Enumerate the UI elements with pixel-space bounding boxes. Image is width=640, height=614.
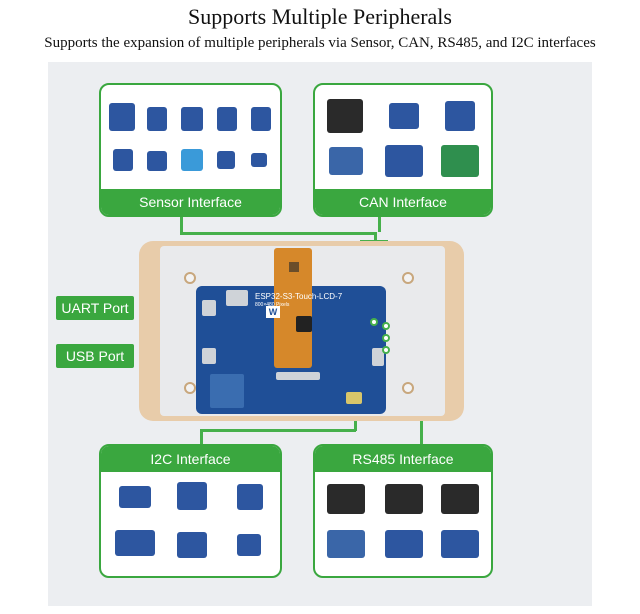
sensor-module-image bbox=[251, 107, 271, 131]
flex-connector-chip bbox=[289, 262, 299, 272]
sensor-module-image bbox=[181, 149, 203, 171]
can-port-marker bbox=[382, 322, 390, 330]
sensor-module-image bbox=[113, 149, 133, 171]
sensor-wire-vertical bbox=[180, 216, 183, 234]
can-module-image bbox=[327, 99, 363, 133]
page-subtitle: Supports the expansion of multiple perip… bbox=[44, 35, 596, 51]
sensor-module-image bbox=[251, 153, 267, 167]
sensor-interface-label: Sensor Interface bbox=[101, 189, 280, 215]
rs485-module-image bbox=[385, 530, 423, 558]
i2c-module-image bbox=[177, 482, 207, 510]
sensor-module-image bbox=[109, 103, 135, 131]
board-name: ESP32-S3-Touch-LCD-7 bbox=[255, 292, 343, 301]
i2c-connector bbox=[346, 392, 362, 404]
fpc-connector bbox=[276, 372, 320, 380]
rs485-terminal bbox=[372, 348, 384, 366]
can-module-image bbox=[385, 145, 423, 177]
rs485-module-image bbox=[441, 484, 479, 514]
i2c-module-image bbox=[237, 534, 261, 556]
mount-hole bbox=[184, 382, 196, 394]
mount-hole bbox=[184, 272, 196, 284]
uart-connector bbox=[202, 300, 216, 316]
can-interface-panel: CAN Interface bbox=[313, 83, 493, 217]
mcu-chip bbox=[296, 316, 312, 332]
sensor-wire-horizontal bbox=[180, 232, 376, 235]
can-module-image bbox=[389, 103, 419, 129]
sensor-interface-panel: Sensor Interface bbox=[99, 83, 282, 217]
can-module-image bbox=[441, 145, 479, 177]
board-resolution: 800×480 Pixels bbox=[255, 302, 290, 308]
i2c-wire-horizontal bbox=[200, 429, 356, 432]
can-port-marker bbox=[382, 334, 390, 342]
mount-hole bbox=[402, 272, 414, 284]
rs485-interface-panel: RS485 Interface bbox=[313, 444, 493, 578]
rs485-port-marker bbox=[382, 346, 390, 354]
sensor-port-marker bbox=[370, 318, 378, 326]
sd-card-slot bbox=[226, 290, 248, 306]
usb-port-label: USB Port bbox=[56, 344, 134, 368]
sensor-module-image bbox=[217, 107, 237, 131]
uart-port-label: UART Port bbox=[56, 296, 134, 320]
can-module-image bbox=[329, 147, 363, 175]
i2c-wire-drop bbox=[200, 429, 203, 445]
i2c-module-image bbox=[237, 484, 263, 510]
i2c-interface-panel: I2C Interface bbox=[99, 444, 282, 578]
page-title: Supports Multiple Peripherals bbox=[188, 4, 452, 29]
sensor-module-image bbox=[181, 107, 203, 131]
rs485-interface-label: RS485 Interface bbox=[315, 446, 491, 472]
rs485-module-image bbox=[441, 530, 479, 558]
rs485-module-image bbox=[327, 484, 365, 514]
rs485-module-image bbox=[385, 484, 423, 514]
sensor-module-image bbox=[147, 107, 167, 131]
sensor-module-image bbox=[147, 151, 167, 171]
i2c-interface-label: I2C Interface bbox=[101, 446, 280, 472]
i2c-module-image bbox=[119, 486, 151, 508]
i2c-module-image bbox=[115, 530, 155, 556]
can-module-image bbox=[445, 101, 475, 131]
waveshare-logo: W bbox=[266, 306, 280, 318]
usb-connector bbox=[202, 348, 216, 364]
can-wire-vertical bbox=[378, 216, 381, 232]
rs485-module-image bbox=[327, 530, 365, 558]
i2c-module-image bbox=[177, 532, 207, 558]
can-interface-label: CAN Interface bbox=[315, 189, 491, 215]
mount-hole bbox=[402, 382, 414, 394]
esp32-module bbox=[210, 374, 244, 408]
sensor-module-image bbox=[217, 151, 235, 169]
